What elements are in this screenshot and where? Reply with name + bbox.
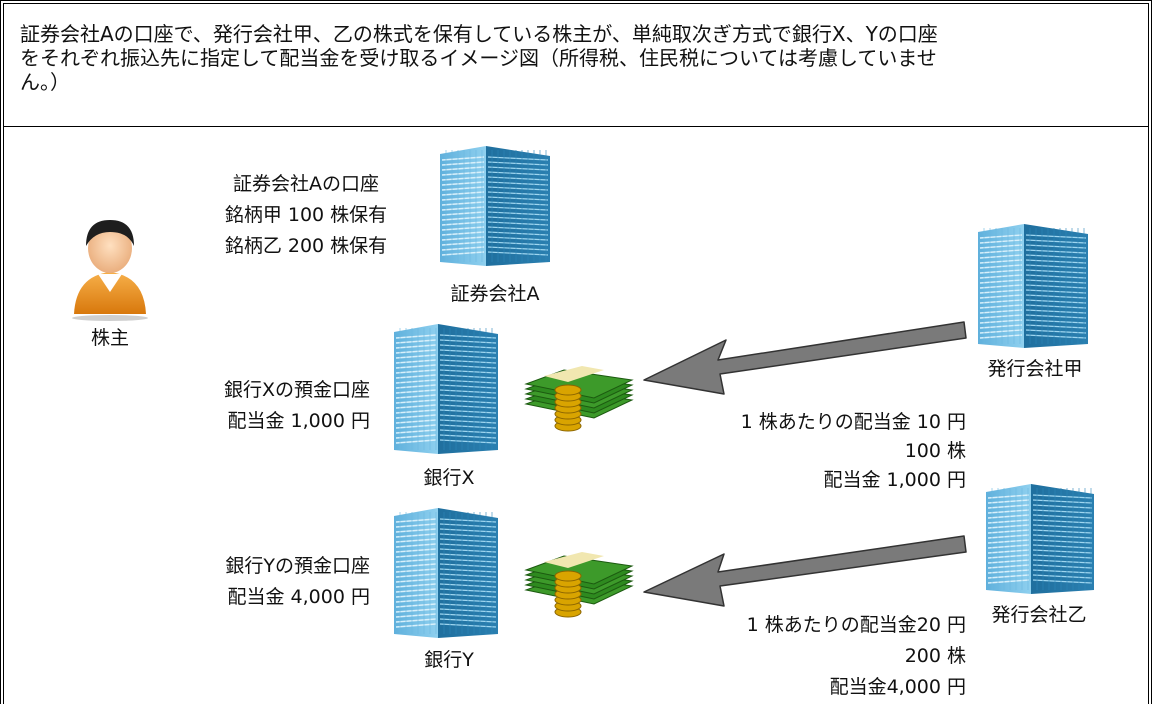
issuer-ko-building bbox=[978, 222, 1088, 352]
shareholder-label: 株主 bbox=[90, 327, 129, 349]
issuer-ko-label: 発行会社甲 bbox=[987, 358, 1083, 380]
securities-account-line-3: 銘柄乙 200 株保有 bbox=[224, 235, 388, 257]
title-line-3: ん。） bbox=[20, 70, 70, 94]
bank-x-building bbox=[394, 322, 498, 458]
title-line-2: をそれぞれ振込先に指定して配当金を受け取るイメージ図（所得税、住民税については考… bbox=[20, 46, 937, 70]
securities-account-line-1: 証券会社Aの口座 bbox=[233, 173, 379, 195]
bank-y-label: 銀行Y bbox=[424, 649, 474, 671]
securities-company-a-building bbox=[440, 144, 550, 270]
securities-company-a-label: 証券会社A bbox=[450, 283, 540, 305]
title-line-1: 証券会社Aの口座で、発行会社甲、乙の株式を保有している株主が、単純取次ぎ方式で銀… bbox=[20, 22, 938, 46]
title-divider bbox=[4, 126, 1148, 127]
issuer-otsu-label: 発行会社乙 bbox=[991, 604, 1087, 626]
securities-account-line-2: 銘柄甲 100 株保有 bbox=[224, 204, 388, 226]
arrow-icon bbox=[643, 321, 967, 395]
issuer-otsu-building bbox=[986, 482, 1094, 598]
building-icon bbox=[978, 224, 1088, 348]
building-icon bbox=[986, 484, 1094, 594]
issuer-ko-dividend-line-1: 1 株あたりの配当金 10 円 bbox=[740, 411, 966, 433]
building-icon bbox=[440, 146, 550, 266]
money-icon bbox=[524, 360, 636, 440]
money-icon bbox=[524, 546, 636, 626]
building-icon bbox=[394, 508, 498, 638]
bank-y-building bbox=[394, 506, 498, 642]
bank-x-label: 銀行X bbox=[423, 467, 475, 489]
money-icon bbox=[524, 366, 634, 432]
bank-y-account-line-1: 銀行Yの預金口座 bbox=[225, 555, 370, 577]
arrow-icon bbox=[643, 535, 967, 607]
issuer-ko-dividend-line-2: 100 株 bbox=[904, 440, 966, 462]
bank-x-account-line-1: 銀行Xの預金口座 bbox=[223, 379, 370, 401]
money-icon bbox=[524, 552, 634, 618]
bank-y-account-line-2: 配当金 4,000 円 bbox=[227, 586, 370, 608]
issuer-ko-dividend-line-3: 配当金 1,000 円 bbox=[823, 469, 966, 491]
issuer-otsu-dividend-line-1: 1 株あたりの配当金20 円 bbox=[746, 614, 966, 636]
issuer-otsu-dividend-line-2: 200 株 bbox=[904, 645, 966, 667]
building-icon bbox=[394, 324, 498, 454]
issuer-otsu-dividend-line-3: 配当金4,000 円 bbox=[829, 676, 966, 698]
bank-x-account-line-2: 配当金 1,000 円 bbox=[227, 410, 370, 432]
diagram-title: 証券会社Aの口座で、発行会社甲、乙の株式を保有している株主が、単純取次ぎ方式で銀… bbox=[20, 22, 1148, 94]
person-icon bbox=[72, 220, 148, 321]
